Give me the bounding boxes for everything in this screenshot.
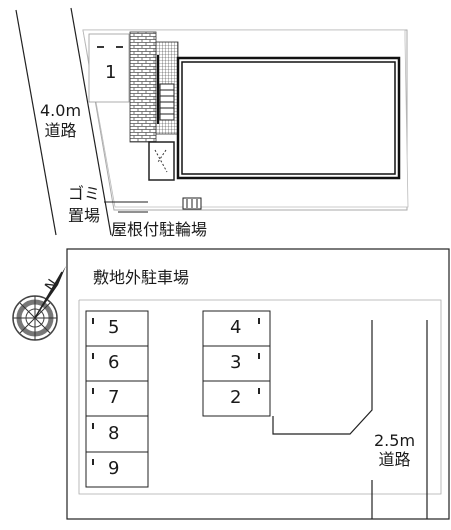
garbage-box — [148, 141, 175, 181]
parking-space-8-label: 8 — [108, 423, 120, 444]
offsite-lot-inner-boundary — [78, 299, 442, 495]
parking-space-3 — [202, 345, 271, 382]
parking-space-2 — [202, 380, 271, 417]
bicycle-parking-label: 屋根付駐輪場 — [111, 220, 208, 239]
compass-rose-icon: N — [12, 266, 66, 341]
parking-space-3-label: 3 — [230, 352, 242, 373]
parking-space-2-label: 2 — [230, 387, 242, 408]
garbage-area-line1: ゴミ — [68, 184, 101, 203]
parking-space-7 — [85, 380, 149, 417]
upper-road-lines — [15, 7, 112, 236]
garbage-area-label: ゴミ 置場 — [68, 186, 100, 230]
parking-space-5-label: 5 — [108, 317, 120, 338]
parking-space-5 — [85, 310, 149, 347]
bicycle-parking-icon — [182, 197, 202, 210]
lower-road-lines — [272, 320, 428, 519]
upper-road-label: 4.0m 道路 — [40, 103, 81, 143]
parking-space-9-label: 9 — [108, 458, 120, 479]
garbage-area-line2: 置場 — [68, 206, 101, 225]
parking-space-6-label: 6 — [108, 352, 120, 373]
building — [176, 56, 401, 180]
parking-space-9 — [85, 451, 149, 488]
stairs-icon — [159, 83, 175, 121]
offsite-parking-title: 敷地外駐車場 — [93, 268, 190, 287]
unit-1-label: 1 — [105, 62, 117, 83]
upper-road-width: 4.0m — [40, 101, 82, 120]
lower-road-label: 2.5m 道路 — [374, 433, 415, 471]
parking-space-4 — [202, 310, 271, 347]
parking-space-6 — [85, 345, 149, 382]
upper-road-name: 道路 — [44, 121, 77, 140]
parking-space-7-label: 7 — [108, 387, 120, 408]
lower-road-width: 2.5m — [374, 431, 416, 450]
lower-road-name: 道路 — [378, 450, 411, 469]
brick-wall — [129, 31, 157, 143]
parking-space-4-label: 4 — [230, 317, 242, 338]
unit-1-area — [88, 33, 130, 103]
